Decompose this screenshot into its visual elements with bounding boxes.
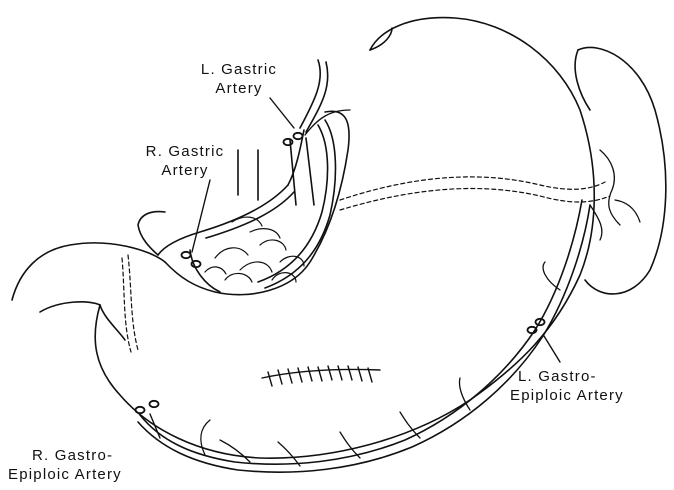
label-line-1: R. Gastro- [32,446,122,465]
label-line-1: R. Gastric [130,142,240,161]
suture-line [262,366,380,386]
label-line-2: Epiploic Artery [510,386,624,405]
label-line-2: Artery [130,161,240,180]
label-line-2: Artery [184,79,294,98]
label-line-1: L. Gastro- [518,367,624,386]
spleen [575,48,666,294]
label-l-gastroepiploic-artery: L. Gastro- Epiploic Artery [518,367,624,405]
label-line-2: Epiploic Artery [8,465,122,484]
label-l-gastric-artery: L. Gastric Artery [184,60,294,98]
omentum-texture [205,217,304,282]
label-line-1: L. Gastric [184,60,294,79]
label-r-gastric-artery: R. Gastric Artery [130,142,240,180]
esophagus [238,138,314,205]
label-r-gastroepiploic-artery: R. Gastro- Epiploic Artery [8,446,122,484]
stomach-outline [12,18,594,459]
greater-curvature-arteries [138,200,602,472]
